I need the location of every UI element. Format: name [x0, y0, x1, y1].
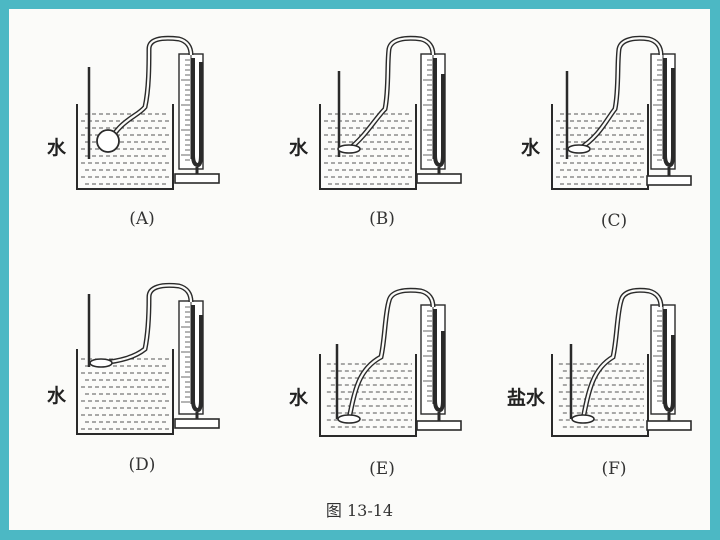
beaker — [76, 349, 174, 435]
beaker — [551, 354, 649, 437]
panel-f-liquid-label: 盐水 — [507, 387, 546, 409]
pressure-probe — [337, 414, 361, 424]
panel-a-apparatus — [76, 35, 220, 190]
manometer-base — [174, 418, 220, 429]
panel-d-apparatus — [76, 282, 220, 435]
manometer-liquid — [191, 58, 203, 168]
panel-e-liquid-label: 水 — [289, 387, 309, 409]
apparatus-figure — [76, 35, 692, 437]
panel-a-caption: (A) — [129, 209, 155, 229]
panel-e-caption: (E) — [369, 459, 395, 479]
rubber-tube — [580, 287, 664, 420]
panel-f-apparatus — [551, 287, 692, 437]
manometer-liquid — [433, 58, 445, 168]
panel-c-liquid-label: 水 — [521, 137, 541, 159]
panel-c-caption: (C) — [600, 211, 628, 231]
manometer-base — [646, 175, 692, 186]
panel-f-caption: (F) — [601, 459, 627, 479]
manometer-liquid — [663, 58, 675, 168]
rubber-tube — [100, 282, 194, 366]
manometer-base — [646, 420, 692, 431]
pressure-probe — [89, 358, 113, 368]
panel-d-caption: (D) — [128, 455, 156, 475]
panel-d-liquid-label: 水 — [47, 385, 67, 407]
pressure-probe — [96, 129, 120, 153]
manometer-base — [174, 173, 220, 184]
beaker — [319, 354, 417, 437]
panel-c-apparatus — [551, 35, 692, 190]
beaker — [76, 104, 174, 190]
beaker — [551, 104, 649, 190]
panel-b-apparatus — [319, 35, 462, 190]
panel-b-liquid-label: 水 — [289, 137, 309, 159]
panel-e-apparatus — [319, 287, 462, 437]
manometer-liquid — [191, 305, 203, 413]
panel-a-liquid-label: 水 — [47, 137, 67, 159]
slide: 水 水 水 水 水 盐水 (A) (B) (C) (D) (E) (F) 图 1… — [9, 9, 710, 530]
pressure-probe — [567, 144, 591, 154]
beaker — [319, 104, 417, 190]
manometer-base — [416, 420, 462, 431]
figure-title: 图 13-14 — [325, 501, 394, 520]
manometer-liquid — [433, 309, 445, 413]
panel-b-caption: (B) — [369, 209, 395, 229]
manometer-base — [416, 173, 462, 184]
pressure-probe — [571, 414, 595, 424]
pressure-probe — [337, 144, 361, 154]
manometer-liquid — [663, 309, 675, 413]
